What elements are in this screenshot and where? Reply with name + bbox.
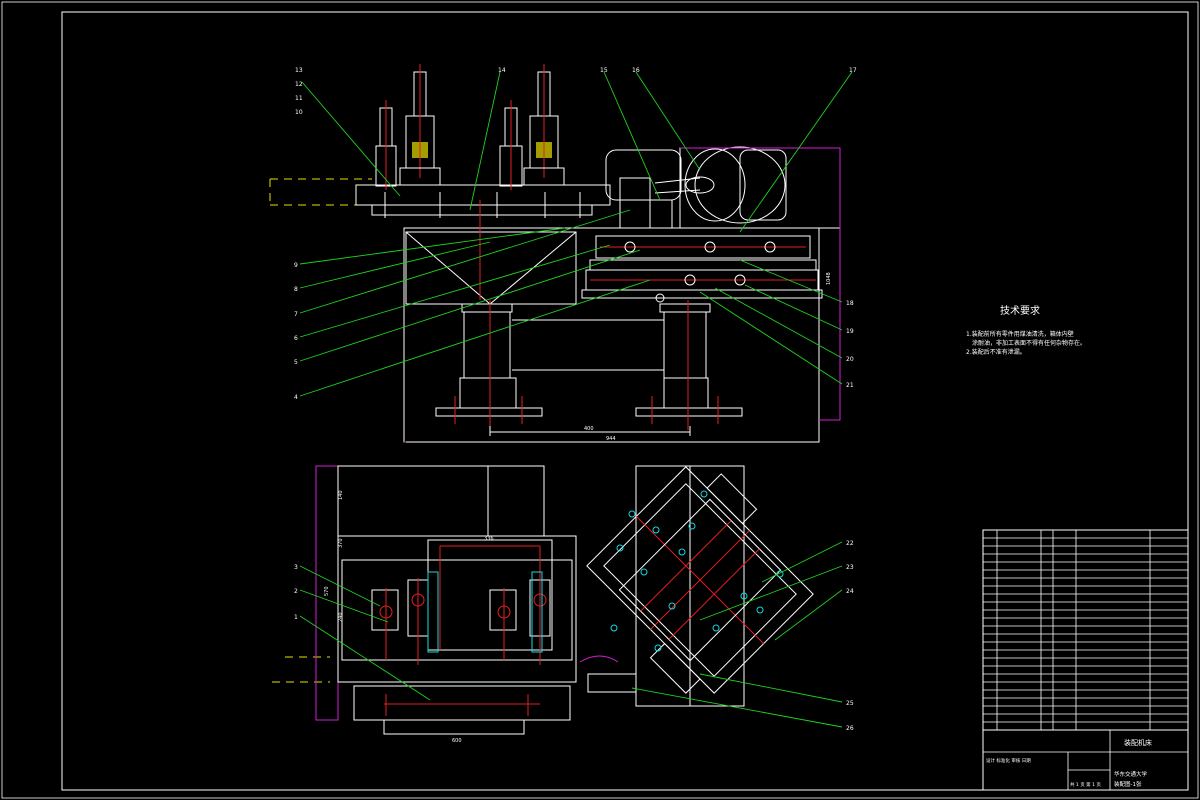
balloon-9: 9 (294, 262, 298, 269)
clamp-cylinder-1 (375, 100, 397, 190)
parts-list (982, 529, 1189, 731)
balloon-15: 15 (600, 67, 608, 74)
toggle-clamp-1 (371, 571, 439, 665)
plan-right-leaders: 22 23 24 25 26 (631, 540, 854, 732)
title-sheet: 共 1 页 第 1 页 (1070, 781, 1101, 788)
tech-req-line-2: 涂耐油，非加工表面不得有任何杂物存在。 (972, 339, 1086, 347)
balloon-3: 3 (294, 564, 298, 571)
dim-plan-left-d: 240 (338, 612, 344, 622)
front-balloons: 13 14 15 16 17 12 11 10 9 8 7 6 5 4 18 1… (294, 67, 857, 401)
balloon-12: 12 (295, 81, 303, 88)
motor (605, 146, 787, 229)
balloon-21: 21 (846, 382, 854, 389)
title-name: 装配机床 (1124, 738, 1152, 747)
dim-front-inner: 400 (584, 426, 594, 432)
balloon-2: 2 (294, 588, 298, 595)
dim-plan-top: 336 (484, 536, 494, 542)
title-school: 华东交通大学 (1114, 770, 1148, 778)
plan-left-leaders: 3 2 1 (294, 564, 431, 701)
title-scale-row: 设计 标准化 审核 日期 (986, 757, 1031, 764)
toggle-clamp-2 (489, 571, 551, 665)
balloon-19: 19 (846, 328, 854, 335)
balloon-16: 16 (632, 67, 640, 74)
dim-front-height: 1048 (826, 272, 832, 285)
dim-plan-left-c: 570 (324, 586, 330, 596)
plan-view-rotated (579, 465, 814, 707)
balloon-5: 5 (294, 359, 298, 366)
balloon-20: 20 (846, 356, 854, 363)
balloon-17: 17 (849, 67, 857, 74)
balloon-11: 11 (295, 95, 303, 102)
balloon-18: 18 (846, 300, 854, 307)
tech-req-line-3: 2.装配后不准有泄漏。 (966, 348, 1026, 356)
dim-plan-bottom: 600 (452, 738, 462, 744)
inner-frame (61, 11, 1189, 791)
balloon-8: 8 (294, 286, 298, 293)
dim-front-outer: 944 (606, 436, 616, 442)
title-drawing-no: 装配图-1张 (1114, 780, 1142, 788)
front-leaders (299, 71, 853, 397)
dim-plan-left-b: 370 (338, 538, 344, 548)
balloon-23: 23 (846, 564, 854, 571)
balloon-4: 4 (294, 394, 298, 401)
front-view: 400 944 1048 (269, 64, 841, 443)
balloon-22: 22 (846, 540, 854, 547)
balloon-6: 6 (294, 335, 298, 342)
clamp-cylinder-2 (399, 64, 441, 186)
plan-view-left: 336 600 140 370 570 240 (272, 465, 577, 744)
balloon-7: 7 (294, 311, 298, 318)
title-block: 装配机床 设计 标准化 审核 日期 共 1 页 第 1 页 华东交通大学 装配图… (982, 729, 1189, 791)
balloon-10: 10 (295, 109, 303, 116)
clamp-cylinder-3 (499, 100, 523, 190)
dim-plan-left-a: 140 (338, 490, 344, 500)
tech-req-title: 技术要求 (1000, 304, 1040, 317)
clamp-cylinder-4 (523, 64, 565, 186)
balloon-1: 1 (294, 614, 298, 621)
tech-req-line-1: 1.装配前所有零件用煤油清洗，箱体内壁 (966, 330, 1074, 338)
balloon-14: 14 (498, 67, 506, 74)
balloon-24: 24 (846, 588, 854, 595)
balloon-26: 26 (846, 725, 854, 732)
tech-requirements: 技术要求 1.装配前所有零件用煤油清洗，箱体内壁 涂耐油，非加工表面不得有任何杂… (966, 304, 1086, 356)
balloon-25: 25 (846, 700, 854, 707)
balloon-13: 13 (295, 67, 303, 74)
